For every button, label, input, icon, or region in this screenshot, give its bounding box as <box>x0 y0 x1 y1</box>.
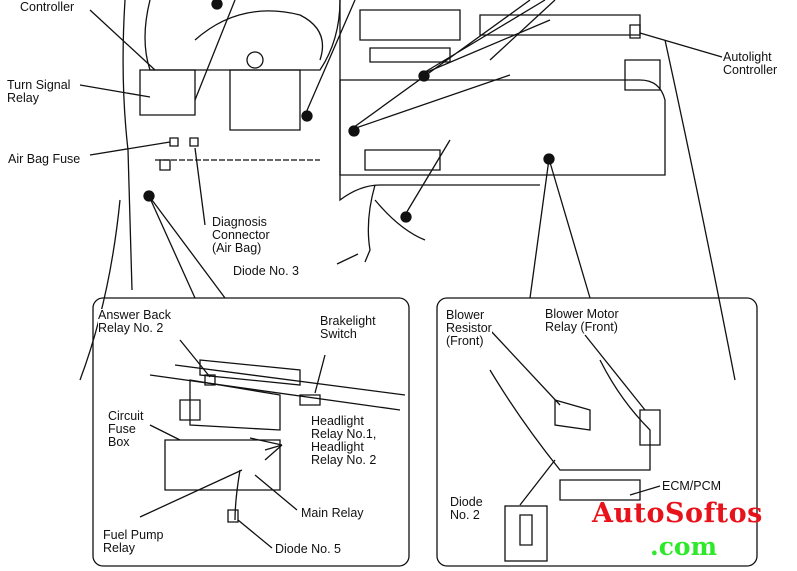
label-line: Relay No.1, <box>311 427 377 441</box>
label-line: Box <box>108 435 130 449</box>
label-line: Answer Back <box>98 308 171 322</box>
label-ecm-pcm: ECM/PCM <box>662 479 722 493</box>
label-line: Diode <box>450 495 483 509</box>
label-line: Relay <box>7 91 39 105</box>
label-line: Circuit <box>108 409 144 423</box>
label-line: Diagnosis <box>212 215 267 229</box>
label-line: (Air Bag) <box>212 241 262 255</box>
inset-left <box>92 297 410 567</box>
label-diode-no3: Diode No. 3 <box>233 264 300 278</box>
label-line: Relay No. 2 <box>311 453 377 467</box>
glovebox <box>339 79 666 176</box>
label-line: Headlight <box>311 440 364 454</box>
label-line: Relay (Front) <box>545 320 618 334</box>
label-line: Blower <box>446 308 485 322</box>
label-line: Fuel Pump <box>103 528 164 542</box>
label-line: Main Relay <box>301 506 364 520</box>
label-line: Diode No. 3 <box>233 264 300 278</box>
label-line: Autolight <box>723 50 772 64</box>
label-line: (Front) <box>446 334 484 348</box>
turn-signal-relay-box <box>139 69 196 116</box>
diode-no2-inset <box>504 505 548 562</box>
label-line: ECM/PCM <box>662 479 722 493</box>
dash-left-edge <box>122 0 133 291</box>
label-line: No. 2 <box>450 508 480 522</box>
label-line: Air Bag Fuse <box>8 152 81 166</box>
label-line: Switch <box>320 327 357 341</box>
watermark-logo: AutoSoftos <box>592 498 763 529</box>
label-line: Turn Signal <box>7 78 71 92</box>
label-line: Resistor <box>446 321 492 335</box>
label-controller: Controller <box>20 0 75 14</box>
watermark-domain: .com <box>650 532 718 561</box>
label-line: Connector <box>212 228 270 242</box>
label-line: Headlight <box>311 414 364 428</box>
label-line: Brakelight <box>320 314 376 328</box>
label-line: Controller <box>723 63 778 77</box>
label-main-relay: Main Relay <box>301 507 364 520</box>
label-line: Blower Motor <box>545 307 619 321</box>
label-line: Diode No. 5 <box>275 542 342 556</box>
label-line: Controller <box>20 0 75 14</box>
label-line: Relay <box>103 541 135 555</box>
label-line: Fuse <box>108 422 136 436</box>
label-air-bag-fuse: Air Bag Fuse <box>8 152 81 166</box>
label-line: Relay No. 2 <box>98 321 164 335</box>
label-diode-no5: Diode No. 5 <box>275 542 342 556</box>
inset-right <box>436 297 758 567</box>
